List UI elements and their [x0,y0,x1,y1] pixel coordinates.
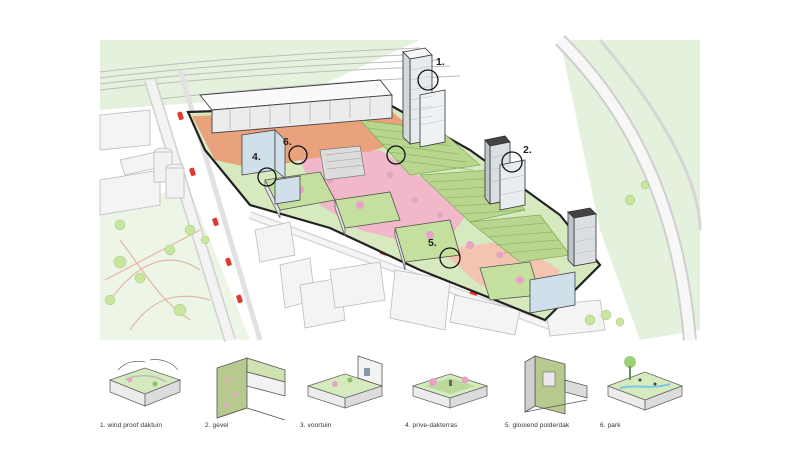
tower-3 [567,207,597,267]
facade-icon [216,357,286,420]
detail-marker-3 [386,145,406,165]
detail-marker-4 [257,167,277,187]
site-label-6: 6. [283,136,292,148]
front-garden-icon [306,355,384,409]
park-icon [606,356,684,411]
detail-caption-2: 2. gevel [205,422,229,429]
tower-2 [484,135,526,211]
detail-caption-6: 6. park [600,422,621,429]
detail-marker-6 [288,145,308,165]
tower-1 [402,47,446,148]
detail-marker-1 [417,69,439,91]
existing-building [199,79,393,134]
detail-caption-1: 1. wind proof daktuin [100,422,163,429]
detail-caption-3: 3. voortuin [300,422,332,429]
site-label-4: 4. [252,151,261,163]
detail-marker-5 [439,247,461,269]
site-label-1: 1. [436,56,445,68]
detail-caption-4: 4. prive-dakterras [405,422,458,429]
site-label-5: 5. [428,237,437,249]
detail-marker-2 [501,151,523,173]
roof-garden-icon [108,359,182,407]
private-roof-terrace-icon [411,373,489,409]
sloping-polder-roof-icon [524,355,588,415]
detail-caption-5: 5. glooiend polderdak [505,422,570,429]
site-plan [186,47,602,322]
site-label-2: 2. [523,144,532,156]
